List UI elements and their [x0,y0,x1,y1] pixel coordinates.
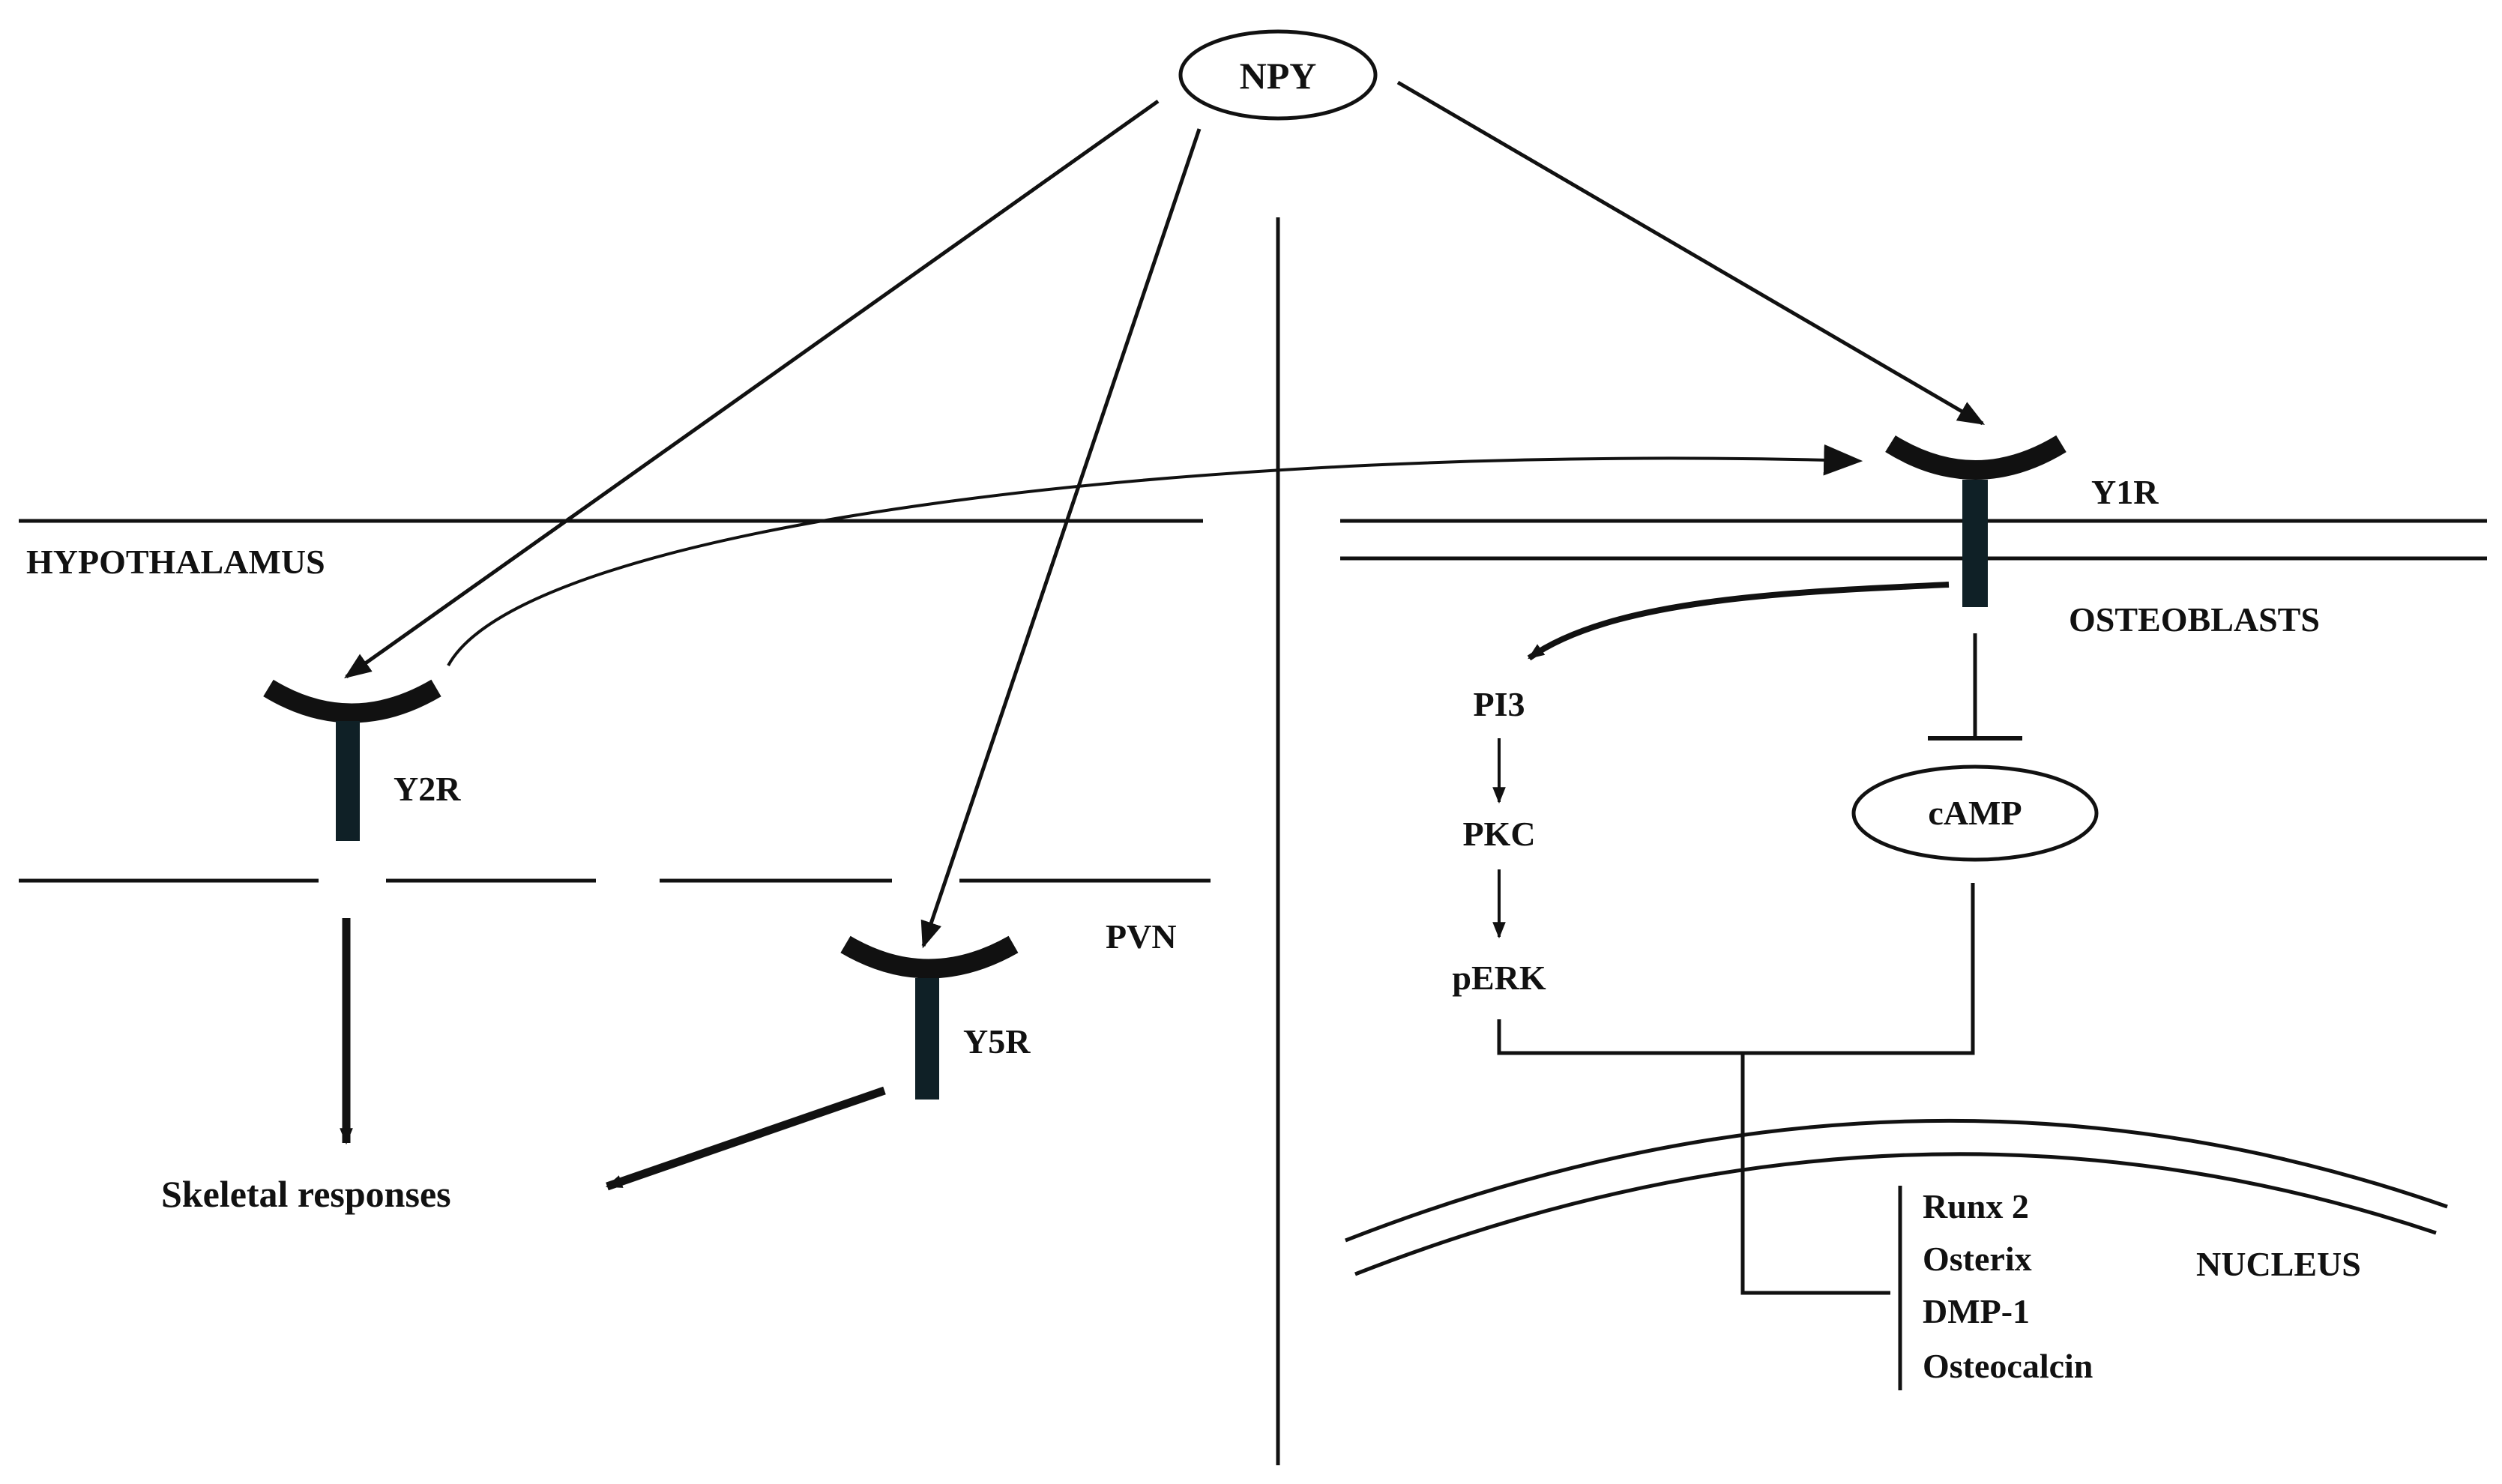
arrow-y5r-to-skeletal [605,1086,886,1191]
pi3-label: PI3 [1474,685,1525,723]
camp-label: cAMP [1928,794,2022,832]
pkc-label: PKC [1462,815,1535,853]
skeletal-responses-label: Skeletal responses [161,1173,451,1215]
npy-node: NPY [1178,29,1378,121]
gene-item: DMP-1 [1923,1292,2030,1330]
pvn-label: PVN [1106,917,1177,956]
gene-item: Runx 2 [1923,1187,2029,1225]
gene-item: Osteocalcin [1923,1347,2093,1385]
gene-item: Osterix [1923,1240,2032,1278]
target-gene-list: Runx 2 Osterix DMP-1 Osteocalcin [1923,1187,2093,1385]
y1r-label: Y1R [2091,473,2159,511]
y1r-receptor [1885,435,2067,607]
y5r-receptor [840,935,1019,1100]
perk-label: pERK [1452,959,1546,997]
arrow-npy-to-y2r [344,99,1160,679]
npy-label: NPY [1240,55,1317,97]
arrow-y2r-to-y1r [447,444,1863,666]
arrow-npy-to-y5r [920,128,1202,949]
arrow-y1r-to-pi3 [1527,582,1950,661]
camp-node: cAMP [1851,764,2099,862]
osteoblast-membrane [1340,519,2487,561]
y5r-label: Y5R [963,1022,1031,1061]
nuclear-envelope [1345,1118,2448,1276]
osteoblasts-label: OSTEOBLASTS [2069,600,2320,639]
convergence-connector [1497,883,1975,1390]
hypothalamus-label: HYPOTHALAMUS [26,543,325,581]
y2r-receptor [263,679,441,841]
nucleus-label: NUCLEUS [2196,1245,2361,1283]
y2r-label: Y2R [394,770,461,808]
inhibition-y1r-camp [1928,633,2022,741]
arrow-npy-to-y1r [1396,80,1986,426]
